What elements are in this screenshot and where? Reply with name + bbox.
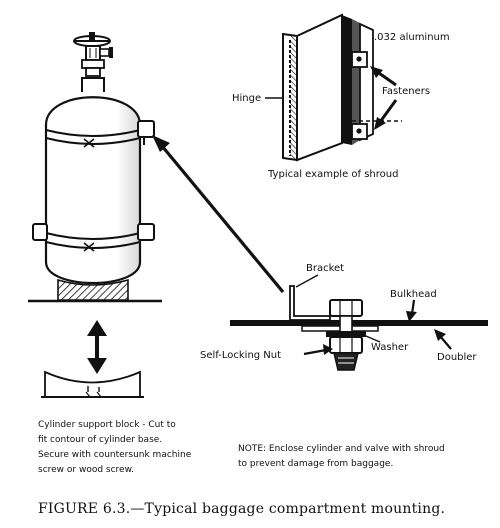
support-note-line-4: screw or wood screw. [38, 465, 134, 475]
hinge-label: Hinge [232, 93, 261, 104]
washer-label: Washer [371, 342, 409, 353]
doubler-leader [439, 335, 452, 350]
aluminum-label: .032 aluminum [374, 32, 450, 43]
cylinder-body [44, 96, 142, 284]
doubler-label: Doubler [437, 352, 477, 363]
shroud-note: NOTE: Enclose cylinder and valve with sh… [238, 444, 445, 469]
support-note-line-2: fit contour of cylinder base. [38, 435, 162, 445]
valve-handwheel [73, 32, 111, 47]
shroud-example-label: Typical example of shroud [267, 169, 398, 180]
cylinder-valve [81, 45, 113, 77]
bracket-label: Bracket [306, 263, 344, 274]
shroud-detail [282, 13, 402, 162]
bracket [289, 285, 331, 321]
upper-strap [45, 120, 155, 148]
washer-leader [365, 335, 381, 343]
support-note-line-3: Secure with countersunk machine [38, 450, 192, 460]
shroud-note-line-1: NOTE: Enclose cylinder and valve with sh… [238, 444, 445, 454]
lower-strap [32, 223, 155, 252]
washer [326, 331, 366, 337]
nut-leader [303, 348, 327, 356]
double-arrow [87, 320, 107, 374]
support-note-line-1: Cylinder support block - Cut to [38, 420, 176, 430]
self-locking-nut [329, 336, 363, 354]
self-locking-nut-label: Self-Locking Nut [200, 350, 281, 361]
bulkhead-plate [230, 320, 488, 326]
bracket-leader [295, 274, 319, 288]
shroud-note-line-2: to prevent damage from baggage. [238, 459, 393, 469]
bulkhead-label: Bulkhead [390, 289, 437, 300]
figure-caption: FIGURE 6.3.—Typical baggage compartment … [38, 501, 445, 517]
support-block-detail [41, 370, 144, 398]
bulkhead-detail [230, 285, 488, 371]
support-block [57, 278, 129, 301]
oxygen-cylinder [28, 32, 162, 303]
bolt-head [329, 299, 363, 317]
fasteners-label: Fasteners [382, 86, 430, 97]
fastener-arrows [370, 66, 398, 130]
support-note: Cylinder support block - Cut to fit cont… [38, 420, 192, 475]
detail-pointer-arrow [152, 135, 285, 294]
